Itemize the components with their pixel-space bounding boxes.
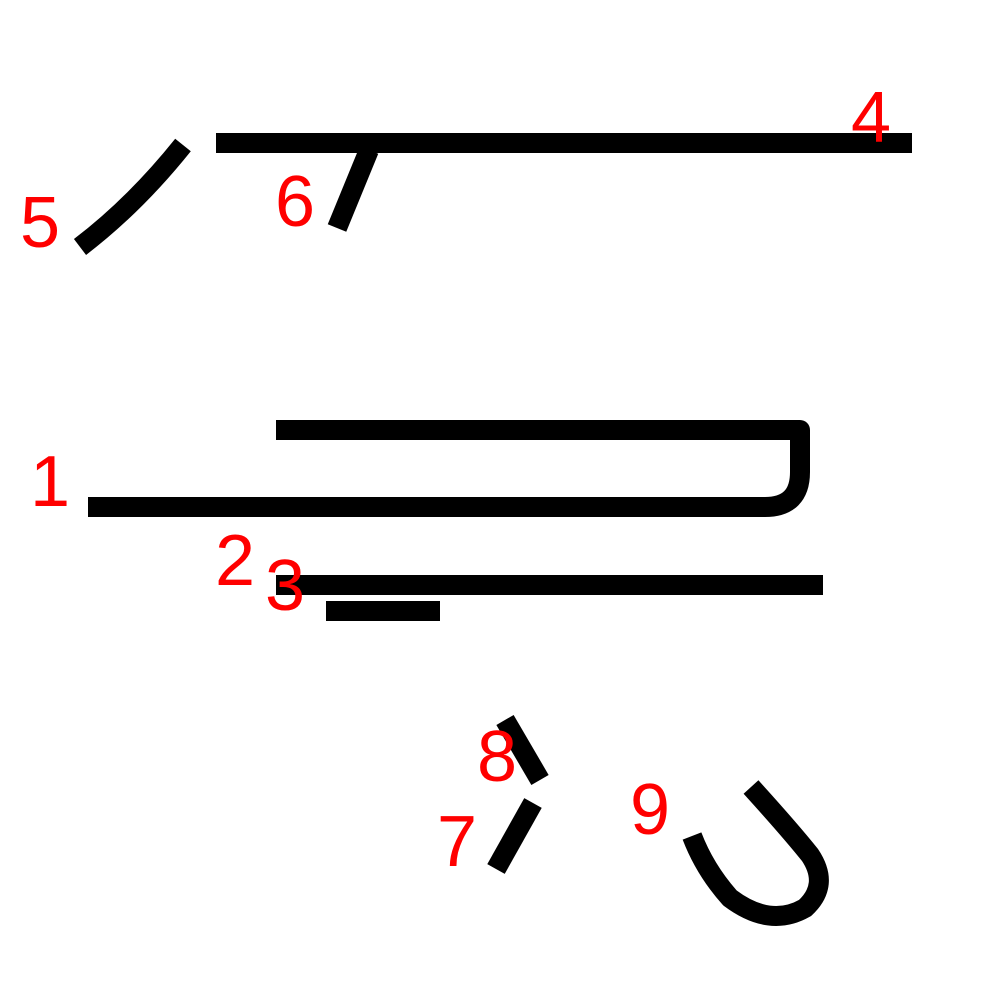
stroke-1 [88, 420, 810, 517]
stroke-8 [496, 714, 549, 786]
stroke-label-4: 4 [851, 78, 891, 158]
stroke-labels: 1 2 3 4 5 6 7 8 9 [20, 78, 891, 882]
stroke-label-8: 8 [477, 717, 517, 797]
stroke-label-3: 3 [265, 546, 305, 626]
stroke-label-5: 5 [20, 183, 60, 263]
stroke-6 [327, 146, 379, 232]
strokes [73, 133, 912, 926]
stroke-7 [487, 798, 542, 874]
stroke-5 [73, 138, 191, 255]
stroke-9 [682, 780, 829, 926]
stroke-label-2: 2 [215, 521, 255, 601]
stroke-label-6: 6 [275, 162, 315, 242]
stroke-label-7: 7 [437, 802, 477, 882]
stroke-label-9: 9 [630, 770, 670, 850]
stroke-label-1: 1 [30, 442, 70, 522]
